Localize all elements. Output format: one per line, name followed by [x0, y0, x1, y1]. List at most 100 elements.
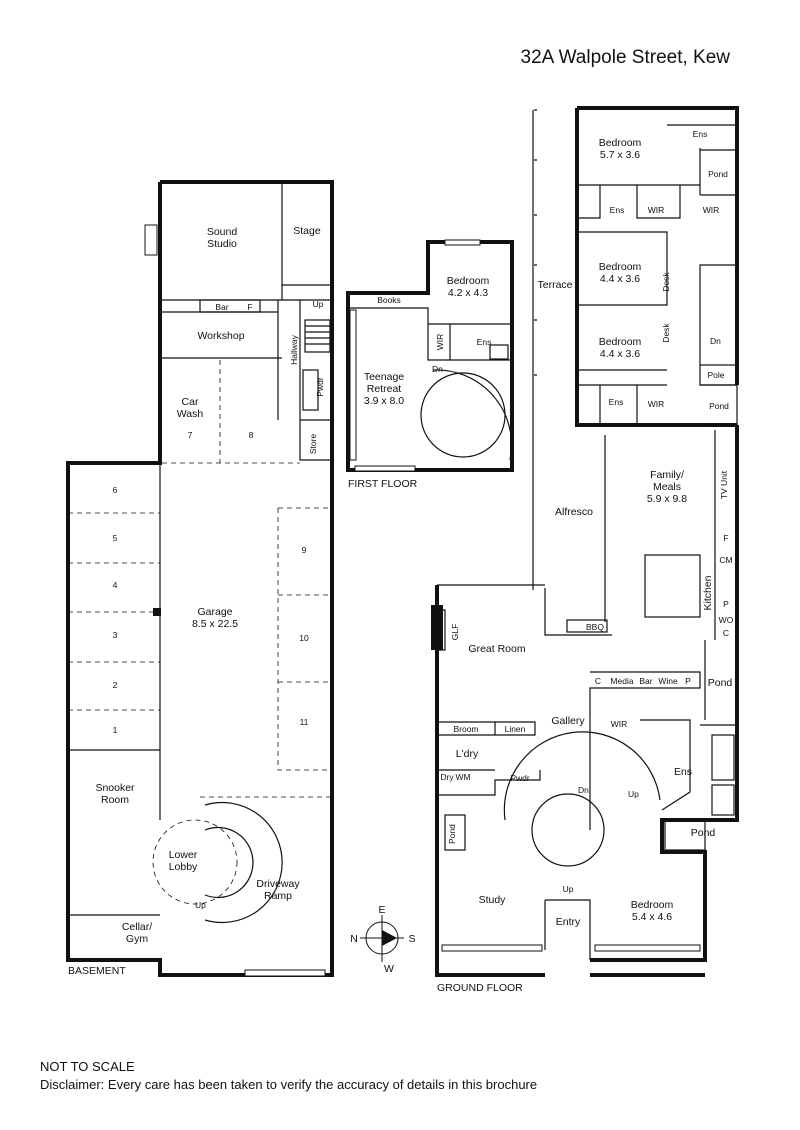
label-ff-dn: Dn — [432, 364, 443, 374]
not-to-scale: NOT TO SCALE — [40, 1059, 135, 1074]
parking-bay-4: 4 — [113, 580, 118, 590]
label-wir3: WIR — [703, 205, 720, 215]
label-study: Study — [479, 894, 507, 906]
property-address: 32A Walpole Street, Kew — [520, 47, 730, 68]
label-wir5: WIR — [611, 719, 628, 729]
label-linen: Linen — [505, 724, 526, 734]
label-up: Up — [313, 299, 324, 309]
label-tv: TV Unit — [719, 470, 729, 499]
label-dry: Dry — [440, 772, 454, 782]
label-f: F — [723, 533, 728, 543]
label-f: F — [247, 302, 252, 312]
label-pond1: Pond — [708, 169, 728, 179]
label-gf-pwdr: Pwdr — [510, 773, 530, 783]
label-bed1-size: 5.7 x 3.6 — [600, 149, 640, 161]
label-bed4-size: 5.4 x 4.6 — [632, 911, 672, 923]
label-cellar: Cellar/Gym — [122, 921, 152, 945]
label-family: Family/Meals — [650, 469, 684, 493]
label-ground-floor: GROUND FLOOR — [437, 982, 523, 994]
label-c1: C — [723, 628, 729, 638]
label-gallery: Gallery — [551, 715, 585, 727]
label-great-room: Great Room — [468, 643, 525, 655]
label-retreat-size: 3.9 x 8.0 — [364, 395, 404, 407]
label-ff-bedroom: Bedroom — [447, 275, 490, 287]
parking-bay-5: 5 — [113, 533, 118, 543]
label-entry: Entry — [556, 916, 581, 928]
compass-e: E — [378, 904, 385, 916]
compass-w: W — [384, 963, 394, 975]
label-family-size: 5.9 x 9.8 — [647, 493, 687, 505]
label-ens3: Ens — [609, 397, 624, 407]
label-ens1: Ens — [693, 129, 708, 139]
label-cm: CM — [719, 555, 732, 565]
label-garage: Garage — [197, 606, 232, 618]
label-bar: Bar — [215, 302, 228, 312]
parking-bay-10: 10 — [299, 633, 309, 643]
parking-bay-8: 8 — [249, 430, 254, 440]
label-pole: Pole — [707, 370, 724, 380]
label-ens4: Ens — [674, 766, 692, 778]
compass-icon: E N S W — [350, 904, 415, 975]
compass-s: S — [408, 933, 415, 945]
compass-n: N — [350, 933, 358, 945]
label-wm: WM — [455, 772, 470, 782]
label-wo: WO — [719, 615, 734, 625]
label-pond4: Pond — [447, 824, 457, 844]
label-stage: Stage — [293, 225, 321, 237]
label-gf-dn: Dn — [710, 336, 721, 346]
parking-bay-1: 1 — [113, 725, 118, 735]
label-gf-bar: Bar — [639, 676, 652, 686]
label-c2: C — [595, 676, 601, 686]
label-terrace: Terrace — [537, 279, 572, 291]
label-wine: Wine — [658, 676, 678, 686]
label-up1: Up — [628, 789, 639, 799]
parking-bay-2: 2 — [113, 680, 118, 690]
label-p1: P — [723, 599, 729, 609]
label-up-small: Up — [195, 900, 206, 910]
label-first-floor: FIRST FLOOR — [348, 478, 418, 490]
label-desk1: Desk — [661, 272, 671, 292]
label-bed2-size: 4.4 x 3.6 — [600, 273, 640, 285]
label-ff-wir: WIR — [435, 334, 445, 351]
label-kitchen: Kitchen — [702, 575, 714, 610]
label-garage-size: 8.5 x 22.5 — [192, 618, 238, 630]
label-alfresco: Alfresco — [555, 506, 593, 518]
label-p2: P — [685, 676, 691, 686]
label-bed4: Bedroom — [631, 899, 674, 911]
label-pond2: Pond — [709, 401, 729, 411]
ground-floor-plan — [431, 106, 739, 977]
label-bed1: Bedroom — [599, 137, 642, 149]
parking-bay-3: 3 — [113, 630, 118, 640]
label-ff-bedroom-size: 4.2 x 4.3 — [448, 287, 488, 299]
label-pwdr: Pwdr — [315, 377, 325, 397]
parking-bay-9: 9 — [302, 545, 307, 555]
label-store: Store — [308, 434, 318, 455]
label-bed3: Bedroom — [599, 336, 642, 348]
label-bed2: Bedroom — [599, 261, 642, 273]
label-basement: BASEMENT — [68, 965, 126, 977]
label-wir4: WIR — [648, 399, 665, 409]
parking-bay-11: 11 — [300, 717, 309, 727]
label-desk2: Desk — [661, 323, 671, 343]
label-dn2: Dn — [578, 785, 589, 795]
label-broom: Broom — [453, 724, 478, 734]
label-ff-ens: Ens — [477, 337, 492, 347]
label-ldry: L'dry — [456, 748, 479, 760]
label-ens2: Ens — [610, 205, 625, 215]
label-books: Books — [377, 295, 401, 305]
label-wir2: WIR — [648, 205, 665, 215]
parking-bay-6: 6 — [113, 485, 118, 495]
label-bed3-size: 4.4 x 3.6 — [600, 348, 640, 360]
disclaimer: Disclaimer: Every care has been taken to… — [40, 1077, 538, 1092]
label-media: Media — [610, 676, 633, 686]
label-bbq: BBQ — [586, 622, 604, 632]
label-pond3: Pond — [708, 677, 733, 689]
